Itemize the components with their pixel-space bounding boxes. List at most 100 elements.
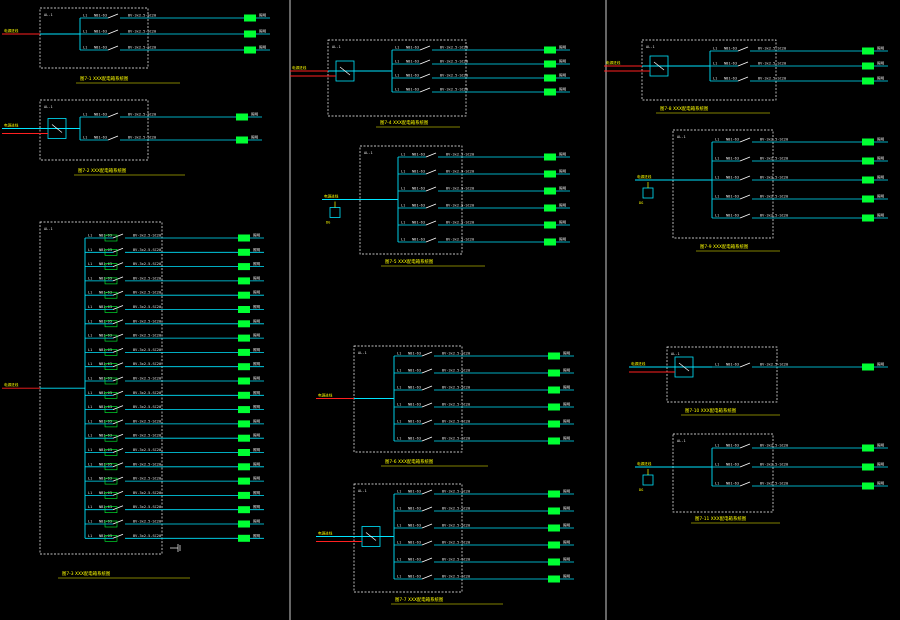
load-label: 照明 (877, 362, 885, 367)
generator-label: DG (639, 201, 643, 205)
phase-label: L1 (83, 46, 87, 50)
phase-label: L1 (713, 62, 717, 66)
breaker-contact (107, 29, 119, 35)
feeder-label: 电源进线 (637, 174, 652, 179)
load-label: 照明 (253, 476, 261, 481)
panel-label: AL-1 (364, 151, 373, 155)
load-label: 照明 (563, 489, 571, 494)
panel-enclosure (39, 7, 149, 69)
cable-spec: BV-3x2.5-SC20 (128, 46, 156, 50)
load-label: 照明 (877, 462, 885, 467)
feeder-label: 电源进线 (4, 382, 19, 387)
breaker-contact (112, 376, 124, 382)
panel-enclosure (353, 483, 463, 593)
breaker-model: NB1-63 (412, 238, 425, 242)
load-symbol (238, 277, 250, 285)
cable-spec: BV-3x2.5-SC20 (133, 248, 161, 252)
breaker-model: NB1-63 (412, 170, 425, 174)
load-symbol (238, 391, 250, 399)
breaker-contact (112, 448, 124, 453)
phase-label: L1 (88, 262, 92, 266)
cable-spec: BV-3x2.5-SC20 (133, 419, 161, 423)
cable-spec: BV-3x2.5-SC20 (133, 448, 161, 452)
cable-spec: BV-3x2.5-SC20 (442, 352, 470, 356)
load-symbol (244, 46, 256, 54)
load-symbol (862, 463, 874, 471)
load-symbol (544, 74, 556, 82)
load-label: 照明 (251, 135, 259, 140)
breaker-contact (421, 436, 433, 442)
breaker-contact (112, 533, 124, 539)
breaker-model: NB1-63 (99, 276, 112, 280)
load-label: 照明 (877, 76, 885, 81)
cable-spec: BV-3x2.5-SC20 (133, 491, 161, 495)
phase-label: L1 (397, 403, 401, 407)
breaker-contact (421, 506, 433, 512)
breaker-contact (739, 462, 751, 468)
load-label: 照明 (253, 290, 261, 295)
cable-spec: BV-3x2.5-SC20 (133, 319, 161, 323)
feeder-label: 电源进线 (318, 531, 333, 536)
breaker-contact (112, 290, 124, 296)
breaker-model: NB1-63 (99, 291, 112, 295)
load-symbol (548, 575, 560, 583)
load-symbol (238, 320, 250, 328)
breaker-contact (425, 237, 437, 243)
phase-label: L1 (715, 444, 719, 448)
meter-box (104, 463, 118, 471)
phase-label: L1 (715, 195, 719, 199)
meter-box (104, 249, 118, 256)
phase-label: L1 (715, 463, 719, 467)
load-label: 照明 (563, 540, 571, 545)
load-symbol (238, 263, 250, 271)
breaker-contact (421, 489, 433, 495)
meter-box (104, 234, 118, 242)
breaker-model: NB1-63 (726, 176, 739, 180)
ats-switch (674, 356, 694, 378)
cable-spec: BV-3x2.5-SC20 (133, 391, 161, 395)
phase-label: L1 (83, 136, 87, 140)
breaker-contact (421, 574, 433, 580)
cable-spec: BV-3x2.5-SC20 (133, 377, 161, 381)
load-label: 照明 (253, 333, 261, 338)
breaker-model: NB1-63 (724, 77, 737, 81)
breaker-contact (739, 156, 751, 162)
load-symbol (238, 520, 250, 528)
load-symbol (238, 477, 250, 485)
load-label: 照明 (253, 304, 261, 309)
feeder-label: 电源进线 (4, 28, 19, 33)
load-symbol (862, 176, 874, 184)
meter-box (104, 406, 118, 413)
generator-icon (642, 474, 654, 486)
panel-enclosure (641, 39, 777, 101)
breaker-model: NB1-63 (99, 348, 112, 352)
breaker-contact (737, 46, 749, 52)
breaker-contact (739, 362, 751, 368)
generator-label: DG (639, 488, 643, 492)
load-symbol (238, 348, 250, 356)
load-symbol (238, 506, 250, 514)
load-label: 照明 (253, 404, 261, 409)
breaker-model: NB1-63 (406, 74, 419, 78)
breaker-model: NB1-63 (99, 491, 112, 495)
load-label: 照明 (559, 220, 567, 225)
generator-label: DG (326, 221, 330, 225)
phase-label: L1 (88, 348, 92, 352)
feeder-label: 电源进线 (292, 65, 307, 70)
cable-spec: BV-3x2.5-SC20 (133, 462, 161, 466)
load-symbol (238, 363, 250, 371)
breaker-model: NB1-63 (726, 444, 739, 448)
